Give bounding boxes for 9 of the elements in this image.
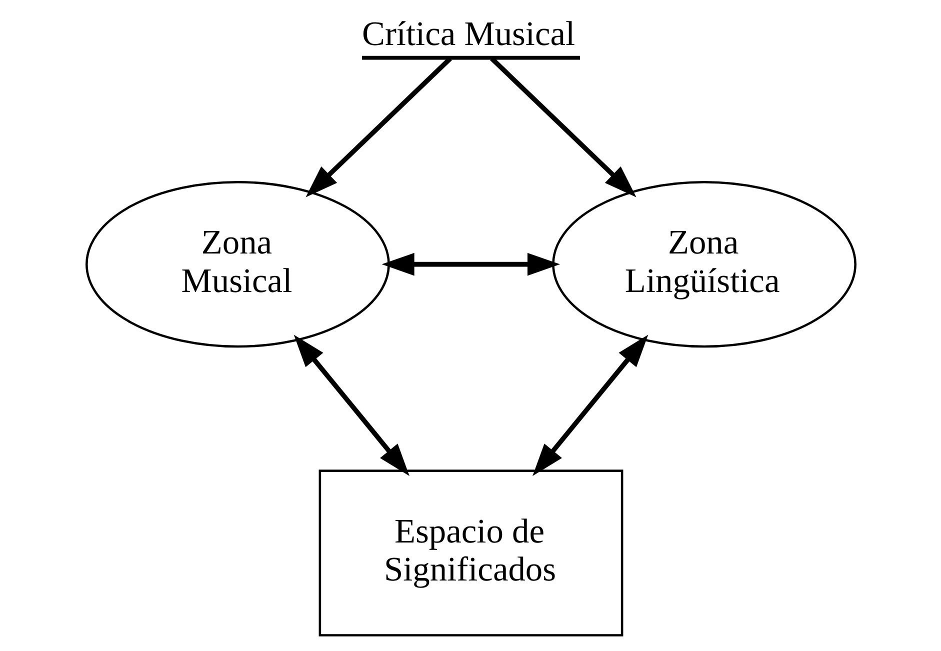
node-text: Crítica Musical	[362, 15, 575, 54]
arrow	[293, 334, 409, 476]
arrow	[490, 56, 636, 198]
arrow	[532, 334, 648, 476]
arrow	[381, 252, 560, 276]
node-ellipse: Zona Musical	[85, 180, 390, 348]
arrow	[305, 56, 452, 198]
node-box: Espacio de Significados	[318, 470, 623, 636]
node-ellipse: Zona Lingüística	[552, 180, 856, 348]
